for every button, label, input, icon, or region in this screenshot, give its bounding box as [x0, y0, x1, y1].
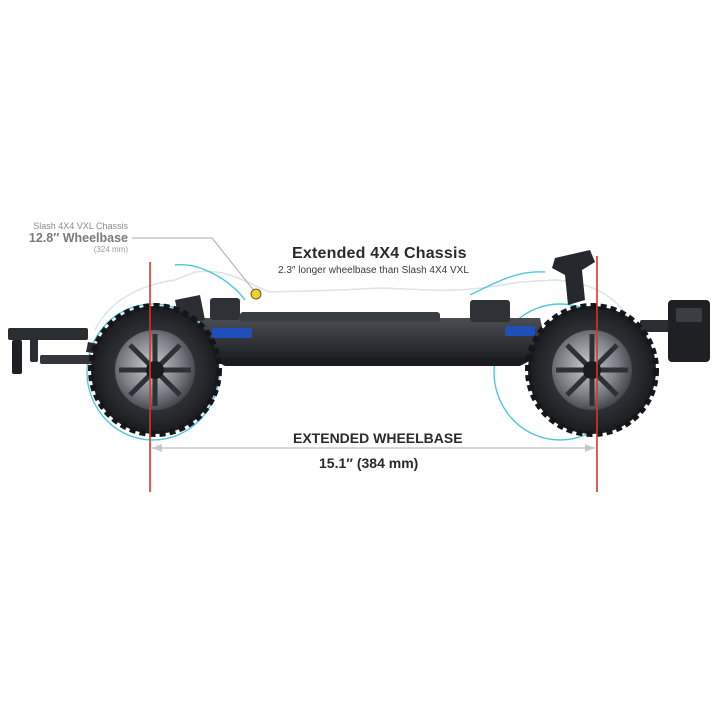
wheelbase-title: EXTENDED WHEELBASE [293, 430, 463, 446]
feature-subtitle: 2.3″ longer wheelbase than Slash 4X4 VXL [278, 265, 469, 276]
comparison-wheelbase-value: 12.8″ Wheelbase [28, 231, 128, 245]
comparison-chassis-title: Slash 4X4 VXL Chassis [33, 221, 128, 231]
axle-markers [149, 256, 598, 492]
wheelbase-value: 15.1″ (384 mm) [319, 455, 419, 471]
rear-bumper [640, 300, 710, 362]
rear-wheel [525, 303, 659, 437]
comparison-leader-line [132, 237, 256, 293]
previous-tire-outline [86, 264, 627, 441]
wheelbase-dimension-line [152, 444, 595, 452]
front-wheel [88, 303, 222, 437]
main-chassis [198, 298, 545, 366]
rear-shock-tower [552, 250, 595, 305]
feature-title: Extended 4X4 Chassis [292, 245, 467, 262]
front-bumper [8, 328, 100, 374]
callout-dot [250, 288, 262, 300]
comparison-wheelbase-metric: (324 mm) [93, 245, 128, 254]
